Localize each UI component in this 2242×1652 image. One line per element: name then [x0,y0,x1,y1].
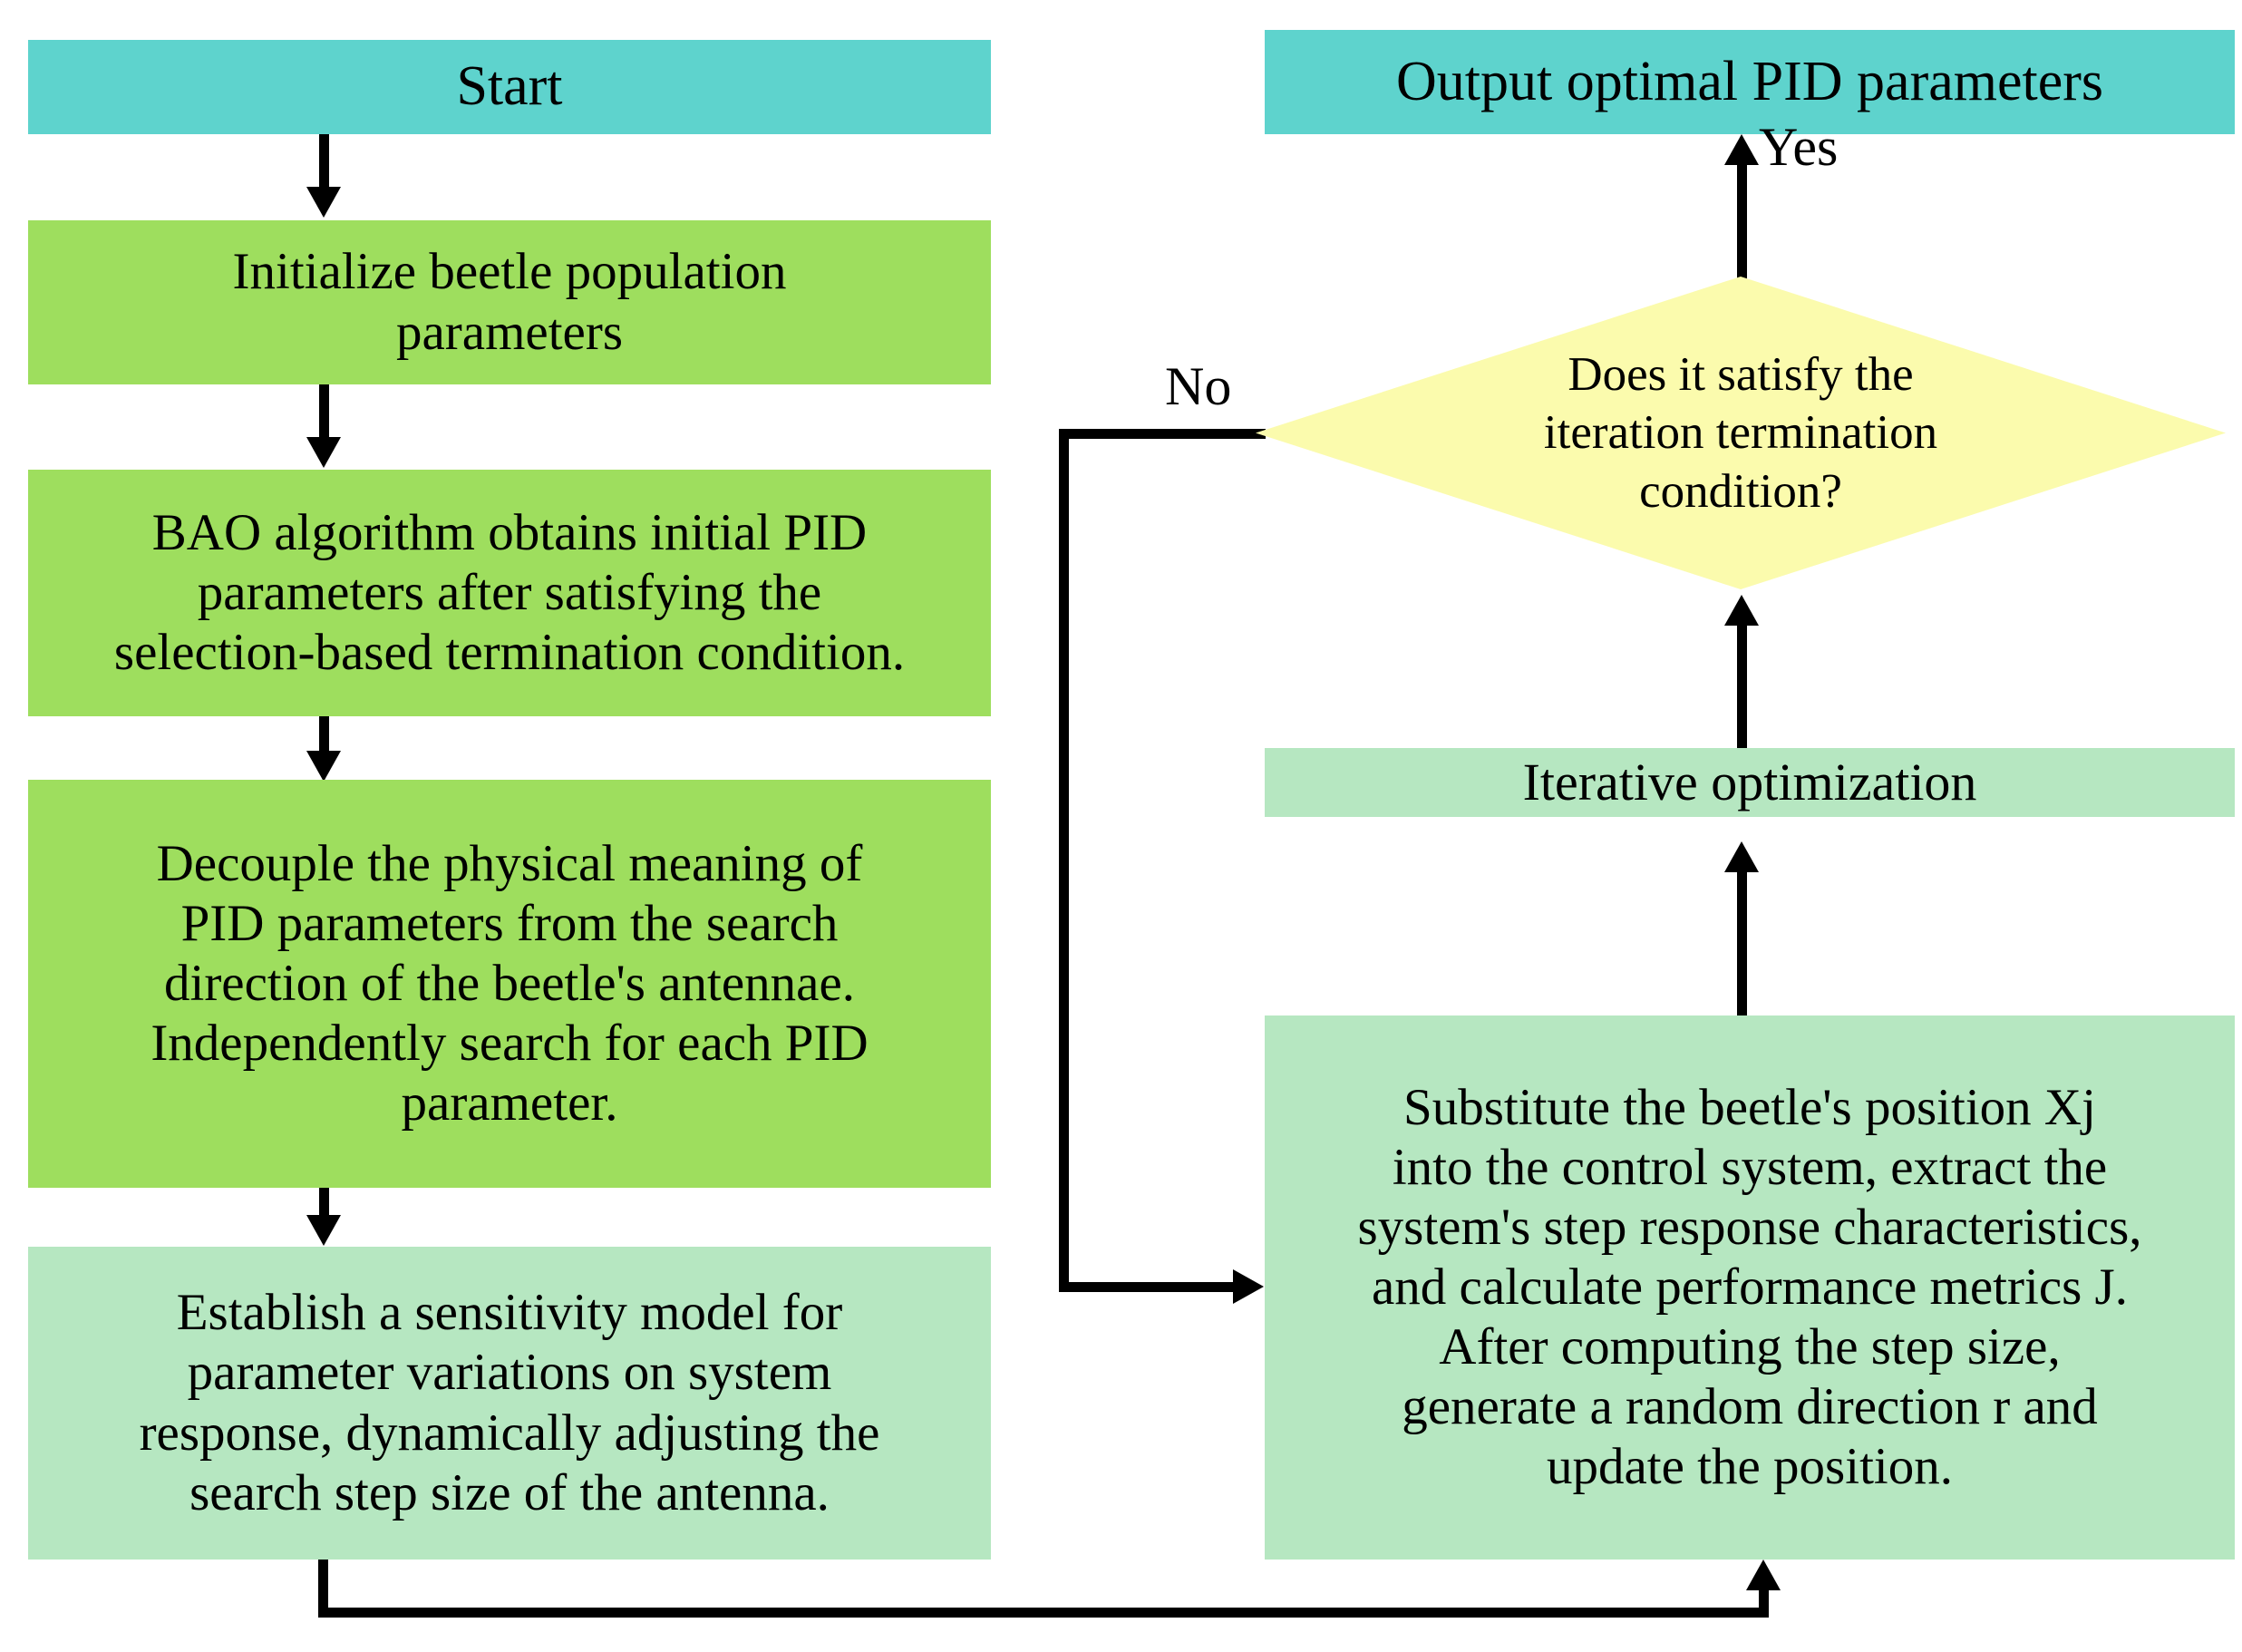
edge-init-to-bao-line [319,384,329,441]
edge-iterative-to-decision-arrowhead [1724,595,1759,626]
edge-loop-arrowhead [1746,1560,1781,1590]
node-decouple[interactable]: Decouple the physical meaning of PID par… [28,780,991,1188]
node-output-pid[interactable]: Output optimal PID parameters [1265,30,2235,134]
node-termination-decision-label: Does it satisfy the iteration terminatio… [1543,347,1938,518]
node-bao-initial-pid[interactable]: BAO algorithm obtains initial PID parame… [28,470,991,716]
edge-start-to-init-arrowhead [306,187,341,218]
node-start[interactable]: Start [28,40,991,134]
edge-no-horizontal-top [1059,429,1266,439]
decision-diamond-shape [1256,277,2226,589]
node-sensitivity-model[interactable]: Establish a sensitivity model for parame… [28,1247,991,1560]
node-iterative-optimization-label: Iterative optimization [1522,753,1977,812]
node-sensitivity-model-label: Establish a sensitivity model for parame… [139,1284,880,1521]
edge-decouple-to-sensitivity-arrowhead [306,1215,341,1246]
edge-init-to-bao-arrowhead [306,437,341,468]
edge-no-vertical [1059,429,1069,1292]
edge-loop-vertical-right [1759,1589,1769,1618]
edge-label-yes: Yes [1759,117,1839,177]
edge-yes-line [1737,163,1747,281]
edge-yes-arrowhead [1724,134,1759,165]
edge-start-to-init-line [319,134,329,190]
edge-bao-to-decouple-arrowhead [306,751,341,782]
edge-substitute-to-iterative-line [1737,870,1747,1015]
node-output-pid-label: Output optimal PID parameters [1396,50,2103,112]
node-iterative-optimization[interactable]: Iterative optimization [1265,748,2235,817]
edge-loop-horizontal [318,1608,1769,1618]
edge-iterative-to-decision-line [1737,624,1747,748]
edge-no-horizontal-bottom [1059,1282,1237,1292]
node-decouple-label: Decouple the physical meaning of PID par… [150,834,869,1132]
node-start-label: Start [456,55,563,118]
node-substitute-position-label: Substitute the beetle's position Xj into… [1357,1078,2142,1496]
edge-no-arrowhead [1233,1269,1264,1304]
edge-bao-to-decouple-line [319,716,329,754]
node-substitute-position[interactable]: Substitute the beetle's position Xj into… [1265,1015,2235,1560]
node-termination-decision[interactable]: Does it satisfy the iteration terminatio… [1256,277,2226,589]
edge-label-no: No [1165,356,1232,416]
edge-loop-vertical-left [318,1560,328,1618]
edge-substitute-to-iterative-arrowhead [1724,841,1759,872]
node-init-population-label: Initialize beetle population parameters [232,243,787,361]
node-bao-initial-pid-label: BAO algorithm obtains initial PID parame… [113,503,906,682]
edge-decouple-to-sensitivity-line [319,1188,329,1219]
node-init-population[interactable]: Initialize beetle population parameters [28,220,991,384]
